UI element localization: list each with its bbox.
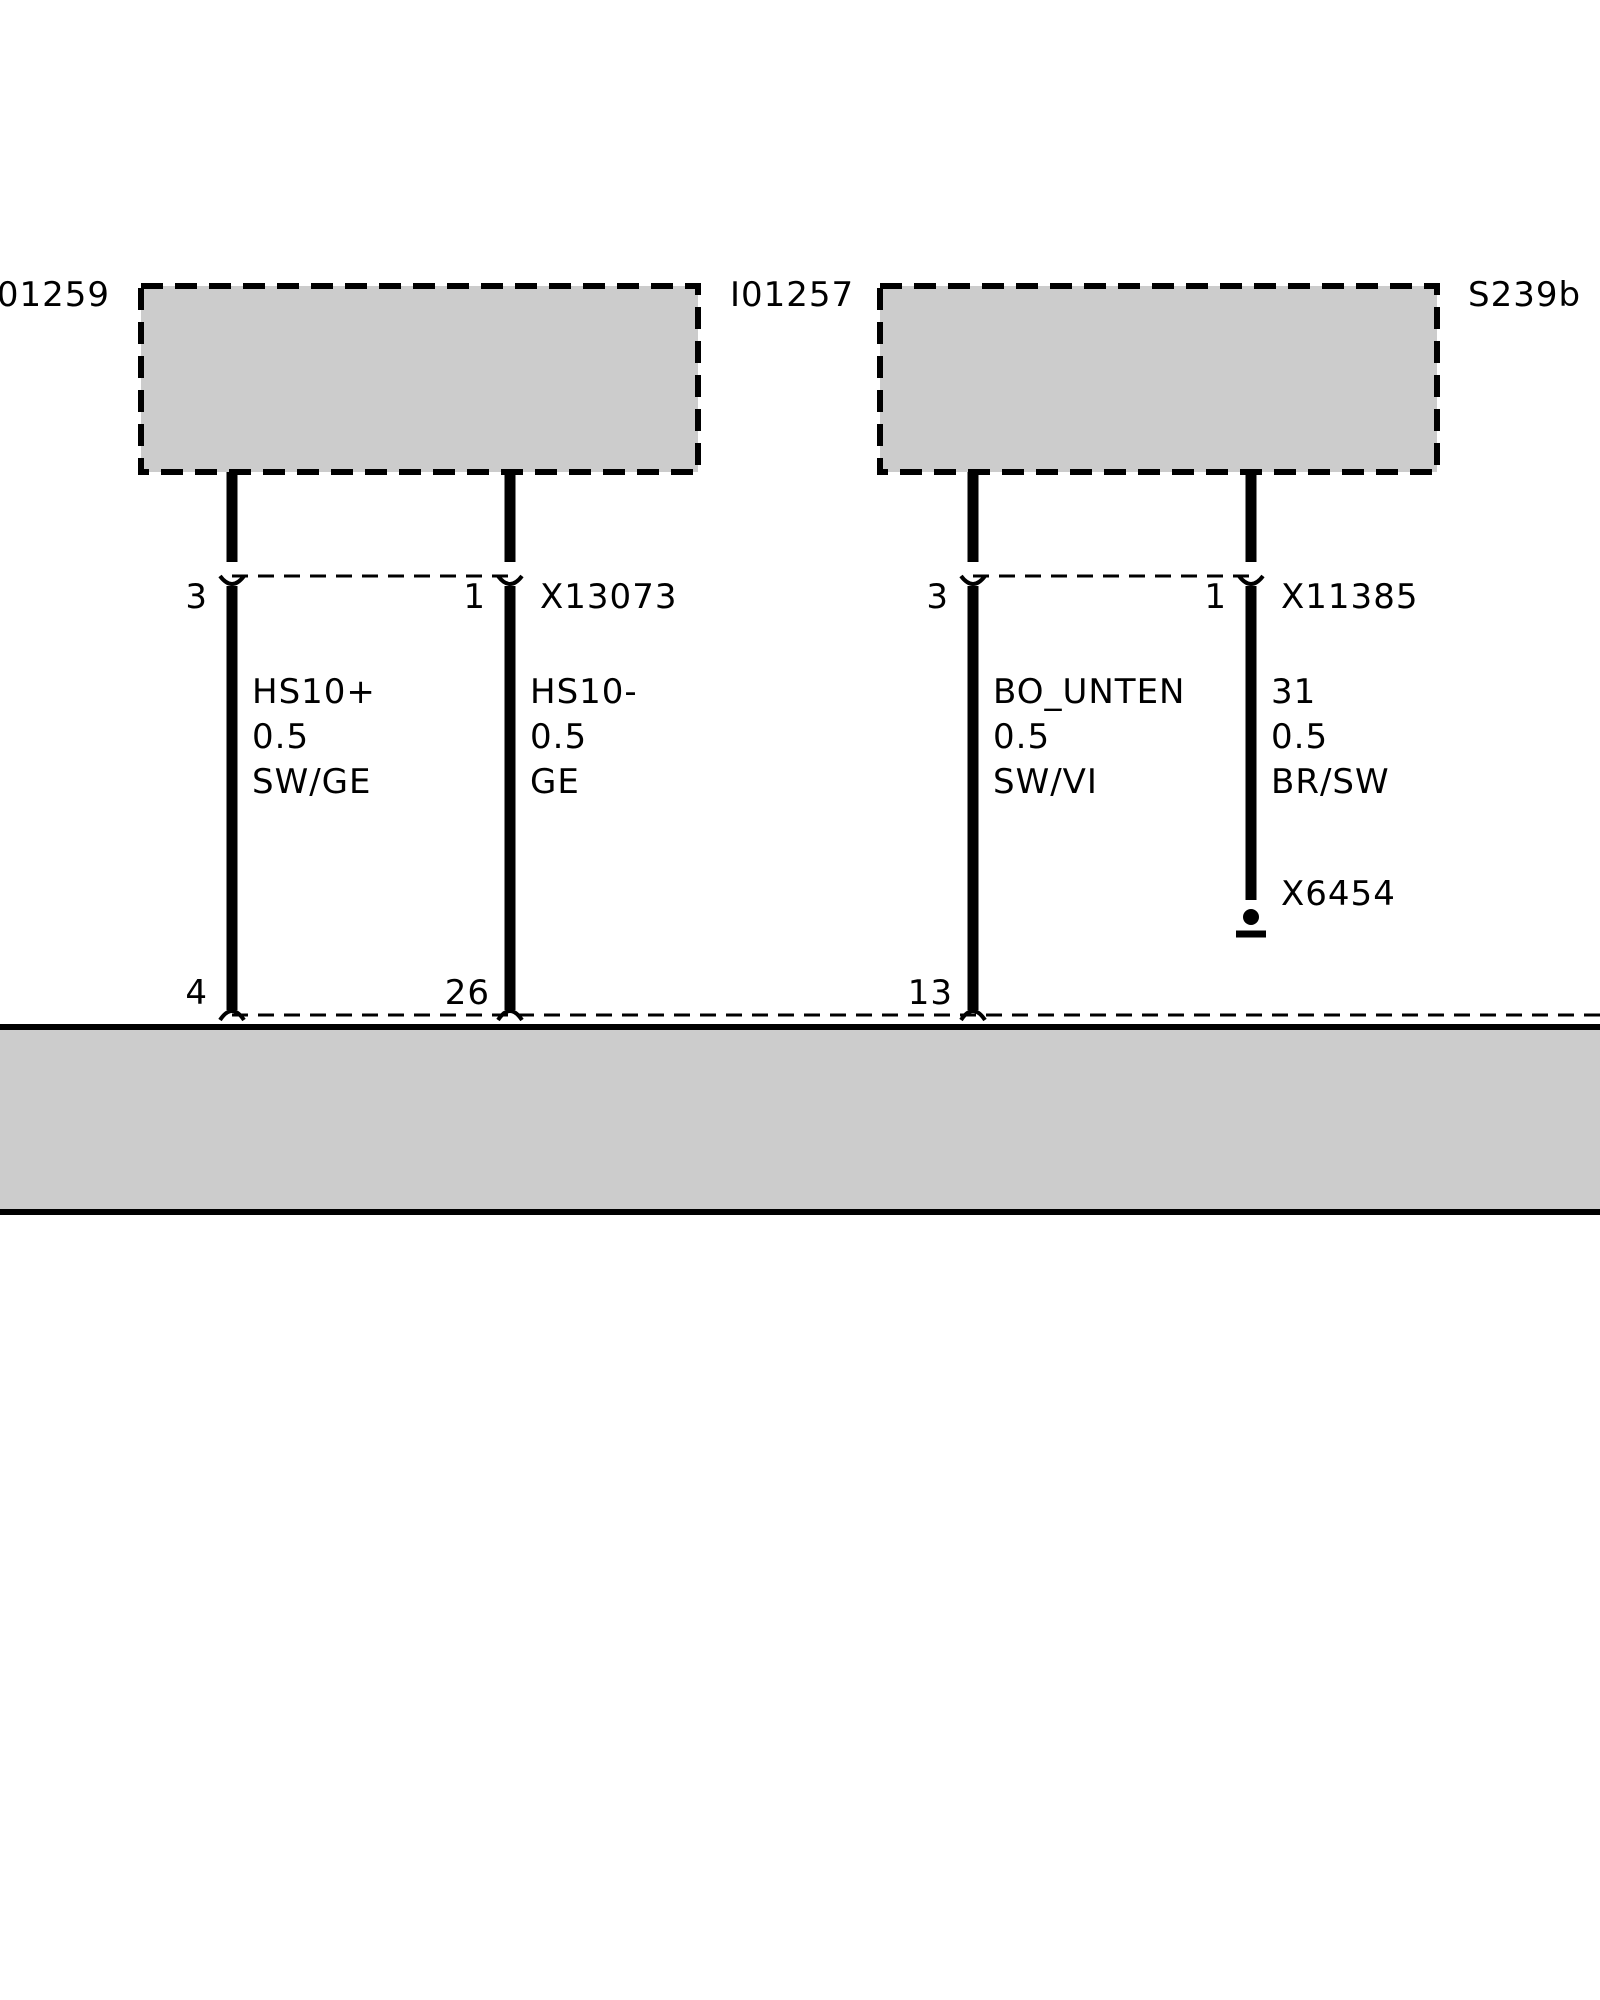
- pin-number-w2-top: 1: [463, 577, 486, 617]
- connector-label-x11385: X11385: [1281, 577, 1418, 617]
- wire-gauge-2: 0.5: [530, 717, 587, 757]
- connector-label-x13073: X13073: [540, 577, 677, 617]
- pin-socket-4-top: [1237, 574, 1265, 586]
- pin-number-w2-bottom: 26: [445, 973, 490, 1013]
- pin-number-w4-top: 1: [1204, 577, 1227, 617]
- wire-color-1: SW/GE: [252, 762, 371, 802]
- ground-point-dot: [1243, 909, 1259, 925]
- pin-socket-2-top: [496, 574, 524, 586]
- pin-socket-3-bottom: [959, 1009, 987, 1022]
- pin-number-w3-bottom: 13: [908, 973, 953, 1013]
- wire-gauge-4: 0.5: [1271, 717, 1328, 757]
- wire-signal-4: 31: [1271, 672, 1316, 712]
- pin-number-w1-top: 3: [185, 577, 208, 617]
- pin-socket-3-top: [959, 574, 987, 586]
- pin-number-w3-top: 3: [926, 577, 949, 617]
- wire-color-2: GE: [530, 762, 580, 802]
- connector-label-x6454: X6454: [1281, 874, 1396, 914]
- wire-signal-3: BO_UNTEN: [993, 672, 1186, 712]
- wire-color-3: SW/VI: [993, 762, 1098, 802]
- component-box-right[interactable]: [877, 283, 1440, 475]
- wire-signal-1: HS10+: [252, 672, 376, 712]
- component-label-s239b: S239b: [1468, 275, 1581, 315]
- pin-socket-1-bottom: [218, 1009, 246, 1022]
- pin-socket-1-top: [218, 574, 246, 586]
- component-label-i01259: I01259: [0, 275, 110, 315]
- pin-socket-2-bottom: [496, 1009, 524, 1022]
- wire-gauge-3: 0.5: [993, 717, 1050, 757]
- control-unit-bar[interactable]: [0, 1024, 1600, 1215]
- wire-signal-2: HS10-: [530, 672, 638, 712]
- wire-color-4: BR/SW: [1271, 762, 1390, 802]
- component-label-i01257: I01257: [730, 275, 854, 315]
- component-box-left[interactable]: [138, 283, 701, 475]
- pin-number-w1-bottom: 4: [185, 973, 208, 1013]
- wire-gauge-1: 0.5: [252, 717, 309, 757]
